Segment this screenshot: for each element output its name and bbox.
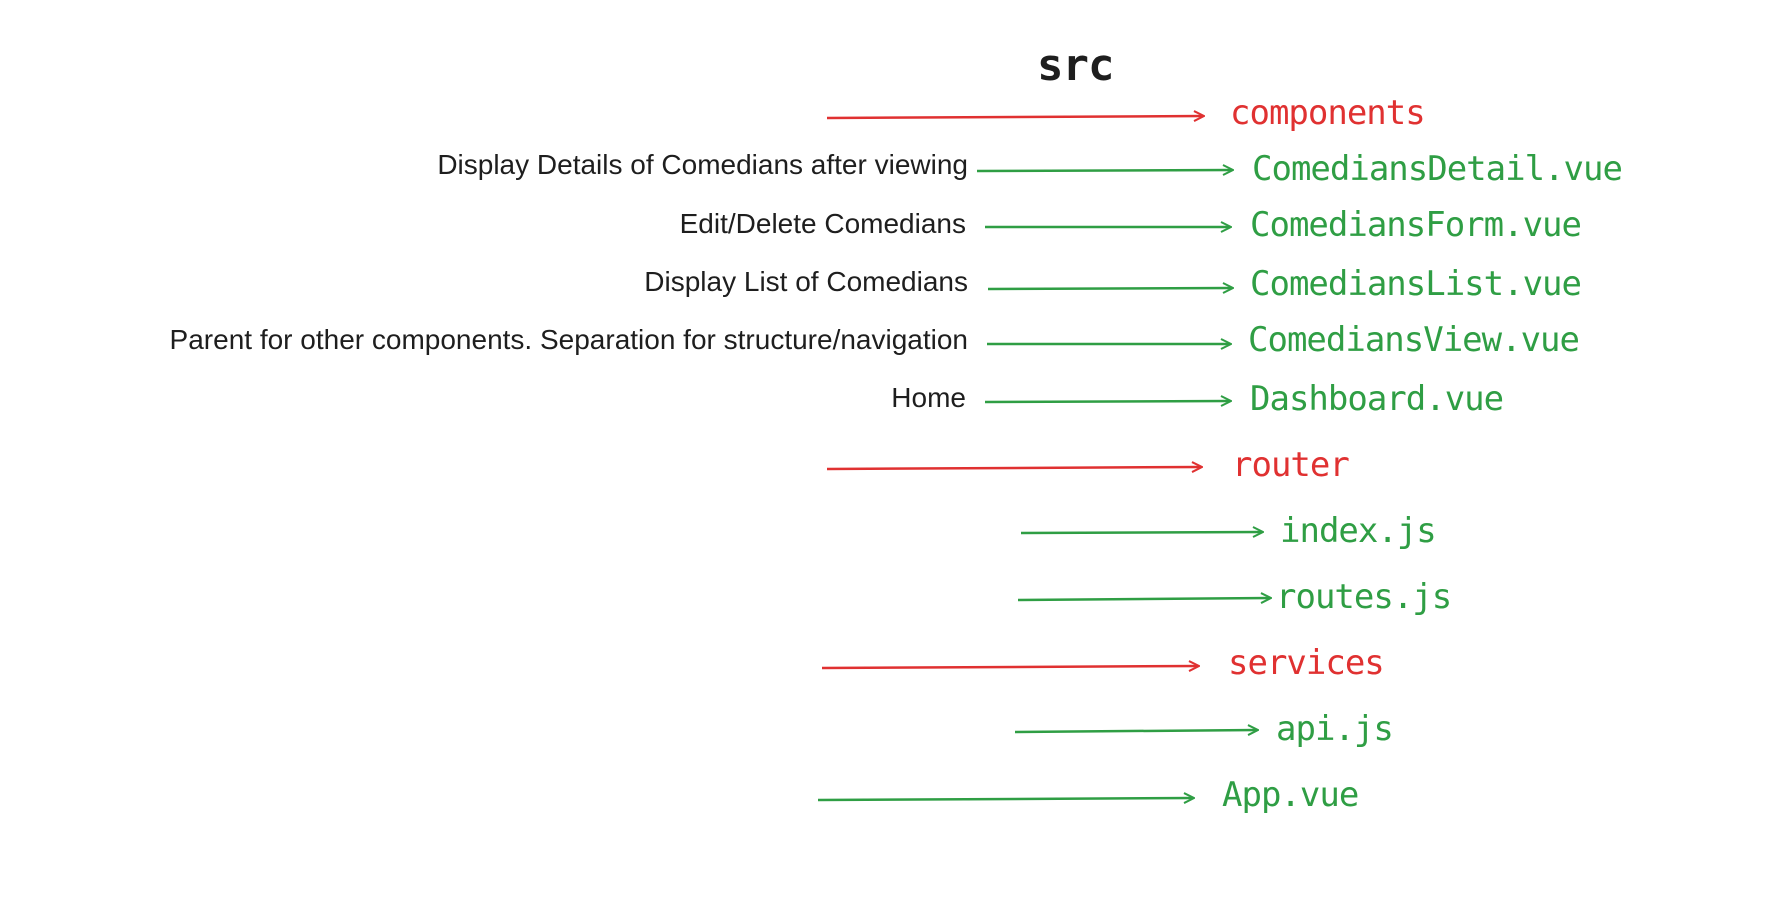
file-index-js: index.js: [1280, 511, 1437, 551]
file-routes-js: routes.js: [1276, 577, 1452, 617]
file-api-js: api.js: [1276, 709, 1394, 749]
folder-components: components: [1230, 93, 1426, 133]
description-comedians-detail: Display Details of Comedians after viewi…: [437, 149, 968, 180]
arrow-comedians-list: [987, 288, 1232, 289]
description-dashboard: Home: [891, 382, 966, 413]
file-comedians-list: ComediansList.vue: [1250, 264, 1582, 304]
file-comedians-form: ComediansForm.vue: [1250, 205, 1582, 245]
description-comedians-view: Parent for other components. Separation …: [169, 324, 968, 355]
arrow-comedians-detail: [976, 170, 1232, 171]
file-dashboard: Dashboard.vue: [1250, 379, 1504, 419]
folder-services: services: [1228, 643, 1385, 683]
arrow-router: [826, 467, 1201, 469]
file-app-vue: App.vue: [1222, 775, 1359, 815]
arrow-app-vue: [817, 798, 1193, 800]
arrow-services: [821, 666, 1198, 668]
arrow-api-js: [1014, 730, 1257, 732]
file-comedians-view: ComediansView.vue: [1248, 320, 1580, 360]
description-comedians-form: Edit/Delete Comedians: [679, 208, 966, 239]
arrow-dashboard: [984, 401, 1230, 402]
root-folder-label: src: [1037, 40, 1114, 91]
arrow-components: [826, 116, 1203, 118]
description-comedians-list: Display List of Comedians: [644, 266, 968, 297]
file-comedians-detail: ComediansDetail.vue: [1252, 149, 1623, 189]
folder-router: router: [1232, 445, 1350, 485]
arrow-routes-js: [1017, 598, 1270, 600]
arrow-index-js: [1020, 532, 1262, 533]
